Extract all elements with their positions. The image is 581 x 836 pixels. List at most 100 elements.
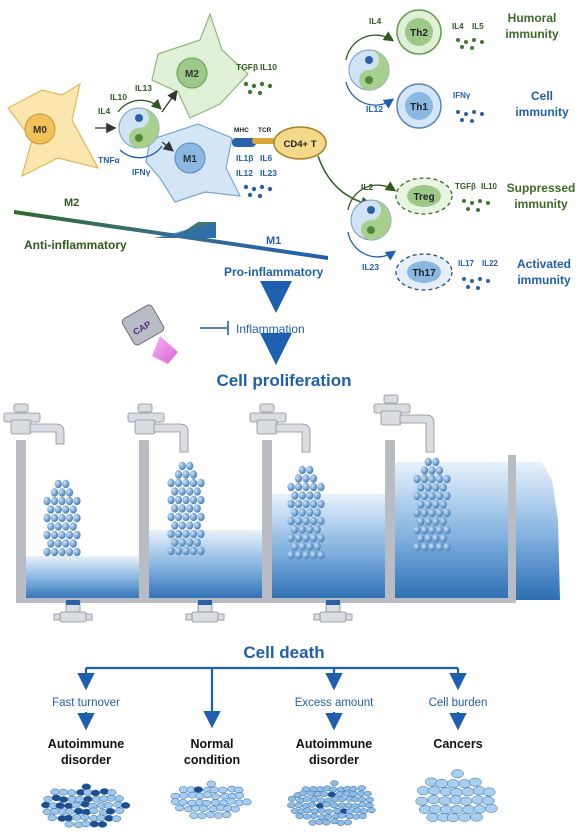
droplet (306, 525, 314, 534)
droplet (193, 538, 201, 547)
droplet (294, 499, 303, 509)
cell (213, 812, 224, 819)
droplet (313, 491, 321, 500)
cell (210, 793, 221, 800)
cell (356, 790, 365, 797)
cell (114, 795, 124, 802)
cell (107, 789, 117, 796)
droplet (58, 530, 66, 540)
droplet (439, 483, 447, 492)
cell (459, 796, 473, 806)
cytokine-il12-t: IL12 (366, 104, 383, 114)
th1-secretion-dots (456, 110, 484, 123)
droplet (309, 499, 318, 509)
cell-line2: immunity (515, 105, 569, 119)
cell (294, 802, 303, 809)
droplet (432, 517, 440, 526)
cytokine-il10-treg: IL10 (481, 182, 498, 191)
activated-line1: Activated (517, 257, 571, 271)
cell (335, 791, 344, 797)
humoral-line2: immunity (505, 27, 559, 41)
anti-inflammatory-label: Anti-inflammatory (24, 238, 127, 252)
th2-cell: Th2 (396, 9, 442, 55)
droplet (186, 487, 194, 496)
droplet (302, 499, 310, 509)
droplet (309, 550, 318, 560)
cell (58, 788, 68, 796)
m1-label: M1 (183, 154, 197, 165)
droplet (50, 513, 59, 523)
droplet (413, 508, 421, 518)
droplet (174, 470, 183, 479)
droplet (58, 488, 66, 497)
droplet (47, 505, 55, 514)
cell (89, 807, 99, 815)
cell (287, 802, 296, 809)
droplet (439, 534, 447, 543)
droplet (58, 513, 66, 523)
cytokine-il23: IL23 (260, 168, 277, 178)
result-autoimmune-2-line1: Autoimmune (296, 737, 372, 751)
cell (58, 796, 69, 803)
cell (438, 796, 452, 806)
cytokine-tgfb-treg: TGFβ (455, 182, 476, 191)
droplet (178, 538, 186, 547)
droplet (62, 505, 70, 514)
cell (485, 803, 498, 813)
droplet (182, 478, 190, 488)
cell (446, 813, 460, 822)
tank1-water (26, 556, 139, 600)
droplet (193, 521, 201, 530)
cell (482, 787, 496, 797)
suppressed-immunity: Suppressed immunity (507, 181, 576, 211)
cell (90, 789, 101, 797)
treg-label: Treg (413, 192, 434, 203)
m2-label: M2 (185, 69, 199, 80)
droplet (69, 539, 77, 548)
droplet (167, 546, 175, 556)
cell (357, 785, 366, 792)
cell (461, 787, 475, 797)
droplet (43, 496, 51, 506)
droplet (65, 530, 74, 540)
droplet (443, 474, 451, 484)
droplet (73, 513, 81, 523)
cell (299, 790, 308, 797)
activated-immunity: Activated immunity (517, 257, 571, 287)
droplet (197, 478, 205, 488)
droplet (58, 547, 66, 557)
droplet (189, 495, 198, 505)
cell (319, 791, 328, 798)
droplet (54, 522, 62, 531)
droplet (197, 512, 205, 522)
droplet (291, 491, 299, 500)
droplet (167, 495, 175, 505)
th2-label: Th2 (410, 28, 428, 39)
droplet (443, 491, 451, 501)
droplet (62, 479, 70, 489)
cd4-t-cell: CD4+ T (273, 126, 327, 160)
cell (210, 799, 221, 806)
cell (337, 796, 347, 803)
cell (197, 812, 207, 820)
m2-secretion-dots (243, 81, 273, 96)
droplet (317, 516, 325, 526)
cell (435, 778, 449, 788)
droplet (317, 482, 325, 492)
droplet (50, 530, 59, 540)
droplet (435, 474, 444, 484)
result-normal-line2: condition (184, 753, 240, 767)
droplet (420, 474, 429, 484)
droplet (287, 499, 295, 509)
cell (315, 818, 324, 825)
droplet (317, 533, 325, 543)
cell (316, 786, 325, 793)
cytokine-il4: IL4 (98, 106, 111, 116)
activated-line2: immunity (517, 273, 571, 287)
cell (470, 812, 483, 822)
cell-line1: Cell (531, 89, 553, 103)
cell (178, 799, 188, 806)
droplet (424, 517, 432, 526)
result-autoimmune-1-line2: disorder (61, 753, 111, 767)
droplet (47, 522, 55, 531)
